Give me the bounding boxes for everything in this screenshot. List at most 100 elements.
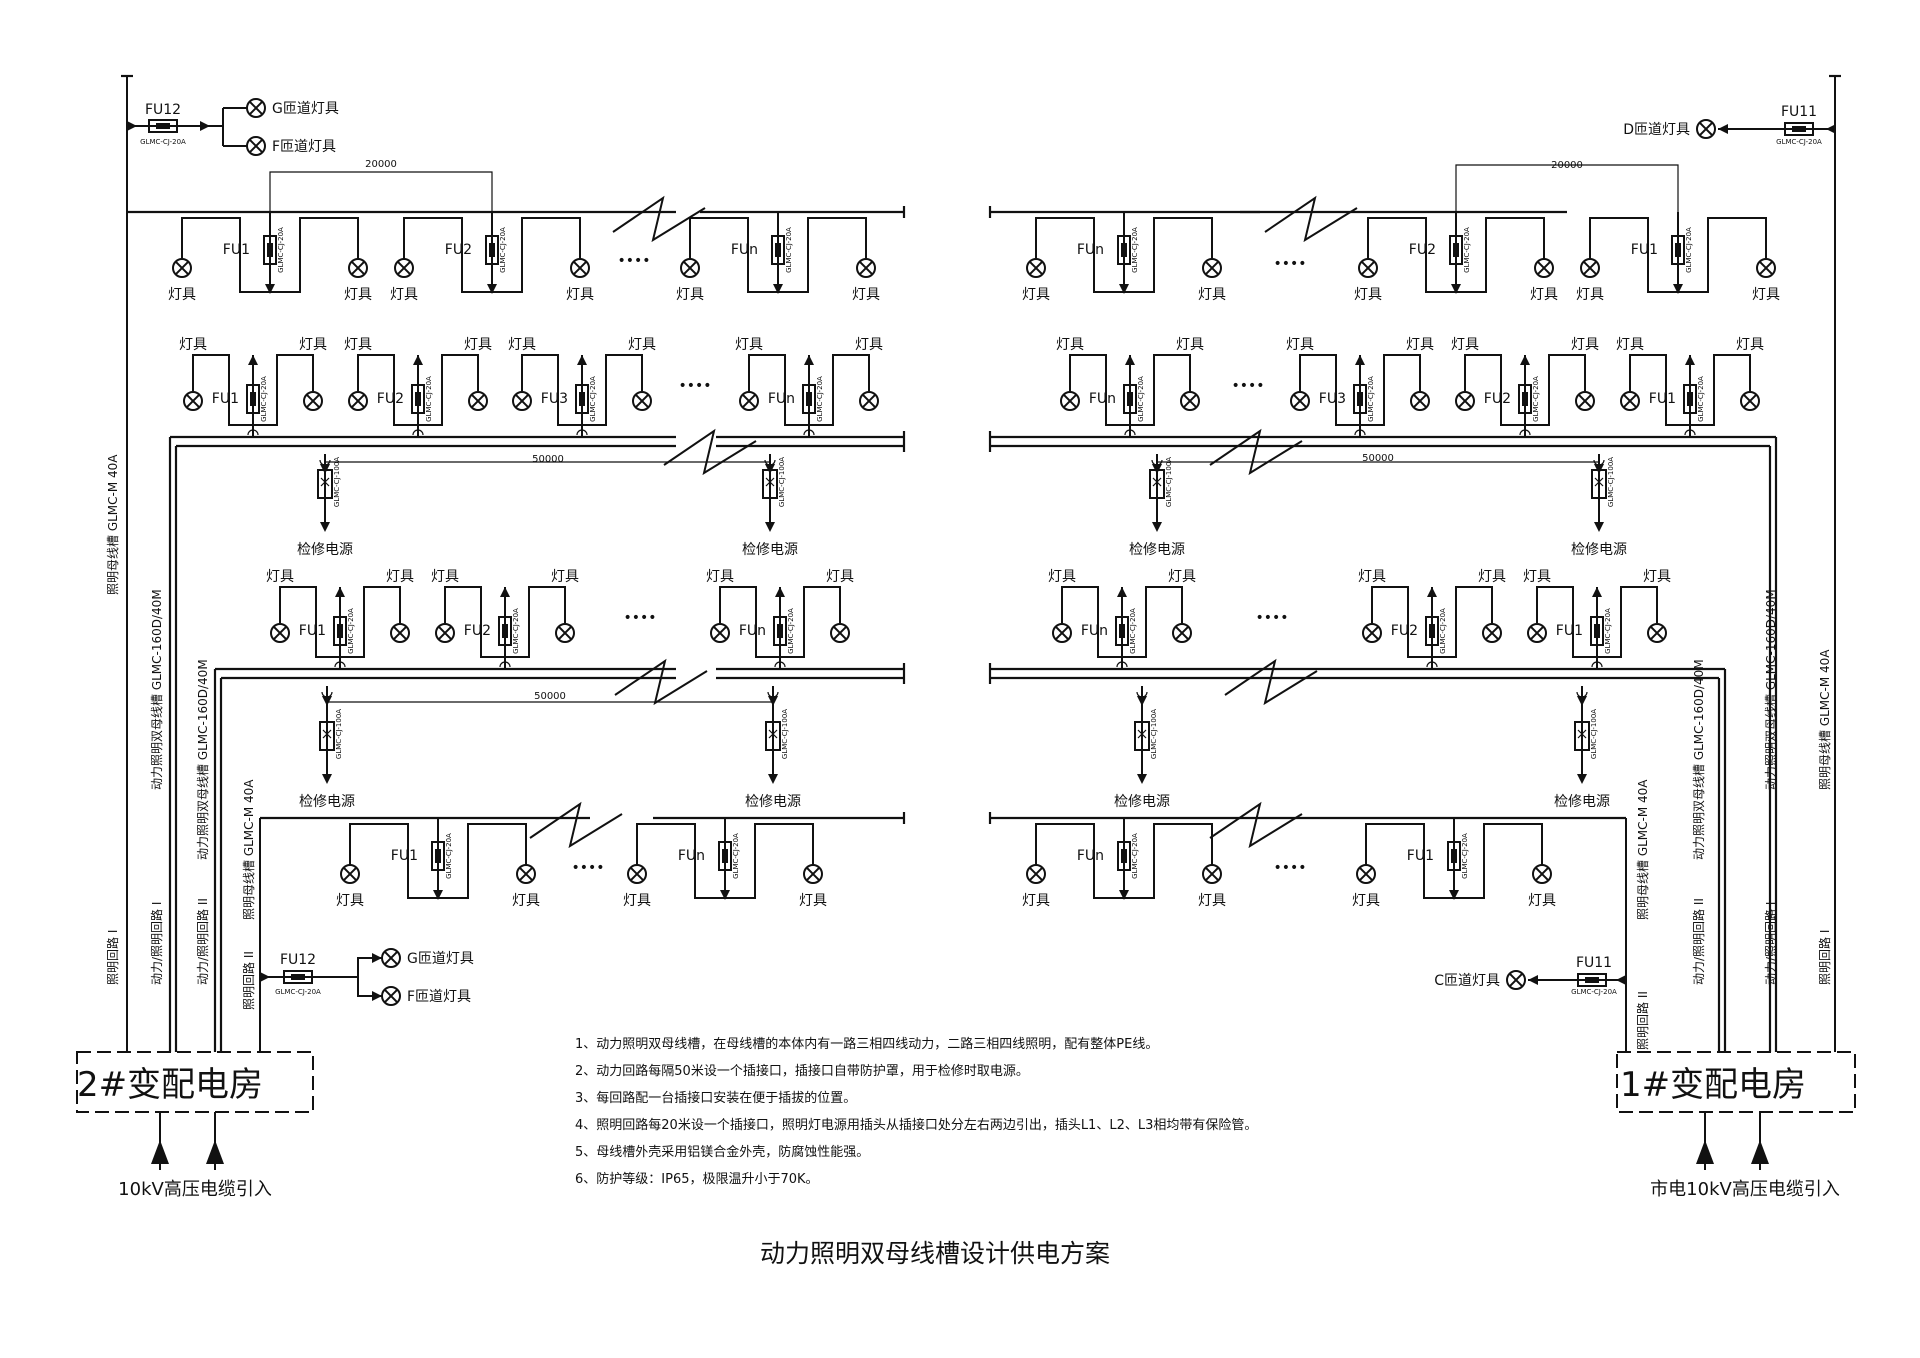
lamp-cross [634, 393, 650, 409]
lamp-cross [470, 393, 486, 409]
arrow-down-icon [1577, 774, 1587, 784]
lamp-cross [557, 625, 573, 641]
fuse-label: FU1 [1407, 848, 1434, 864]
lamp-icon [1506, 970, 1526, 990]
arrow-down-icon [1451, 284, 1461, 294]
lamp-label: 灯具 [266, 569, 294, 585]
fuse-label: FU2 [1484, 391, 1511, 407]
vlabel-lighting-bus-2-left: 照明母线槽 GLMC-M 40A [242, 779, 256, 920]
cable-arrow-icon [151, 1140, 169, 1164]
arrow-up-icon [1427, 587, 1437, 597]
substation-right-label: 1#变配电房 [1620, 1065, 1806, 1105]
fuse-body [718, 841, 732, 871]
fuse-core [775, 243, 781, 257]
lamp-cross [396, 260, 412, 276]
vlabel-dual-bus-2-right: 动力照明双母线槽 GLMC-160D/40M [1692, 659, 1706, 860]
plug-model-label: GLMC-CJ-100A [781, 709, 789, 759]
breaker-icon [1591, 469, 1607, 499]
lamp-icon [172, 258, 192, 278]
ramp-fuse-label: FU12 [280, 952, 316, 968]
lamp-circle [1575, 391, 1595, 411]
arrow-left-icon [1528, 975, 1538, 985]
fuse-core [1594, 624, 1600, 638]
fuse-core [1585, 977, 1599, 983]
arrow-up-icon [775, 587, 785, 597]
lamp-label: 灯具 [1198, 287, 1226, 303]
arrow-up-icon [500, 587, 510, 597]
fuse-label: FUn [1077, 848, 1104, 864]
break-line [663, 428, 757, 476]
arrow-down-icon [765, 522, 775, 532]
lamp-label: 灯具 [735, 337, 763, 353]
fuse-model-label: GLMC-CJ-20A [1461, 833, 1469, 879]
breaker-icon [762, 469, 778, 499]
fuse-label: FU2 [445, 242, 472, 258]
ramp-lamp-label: C匝道灯具 [1434, 973, 1500, 989]
arrow-right-icon [372, 953, 382, 963]
repair-power-label: 检修电源 [1129, 542, 1185, 558]
note-4: 4、照明回路每20米设一个插接口，照明灯电源用插头从插接口处分左右两边引出，插头… [575, 1117, 1257, 1133]
note-1: 1、动力照明双母线槽，在母线槽的本体内有一路三相四线动力，二路三相四线照明，配有… [575, 1036, 1158, 1052]
repair-power-label: 检修电源 [297, 542, 353, 558]
fuse-label: FU2 [1409, 242, 1436, 258]
lamp-cross [861, 393, 877, 409]
arrow-down-icon [265, 284, 275, 294]
lamp-cross [272, 625, 288, 641]
lamp-label: 灯具 [566, 287, 594, 303]
lamp-icon [1696, 119, 1716, 139]
lamp-circle [1740, 391, 1760, 411]
lamp-icon [512, 391, 532, 411]
lamp-circle [512, 391, 532, 411]
diagram-title: 动力照明双母线槽设计供电方案 [760, 1239, 1110, 1268]
ramp-fuse-label: FU11 [1781, 104, 1817, 120]
lamp-label: 灯具 [1176, 337, 1204, 353]
lamp-label: 灯具 [1736, 337, 1764, 353]
fuse-model-label: GLMC-CJ-20A [445, 833, 453, 879]
lamp-cross [1062, 393, 1078, 409]
lamp-icon [859, 391, 879, 411]
lamp-cross [629, 866, 645, 882]
breaker-x [322, 729, 332, 739]
lamp-circle [390, 623, 410, 643]
fuse-body [431, 841, 445, 871]
fuse-core [156, 123, 170, 129]
ramp-lamp-label: F匝道灯具 [272, 139, 336, 155]
lamp-icon [1290, 391, 1310, 411]
fuse-model-label: GLMC-CJ-20A [1697, 376, 1705, 422]
lamp-label: 灯具 [1616, 337, 1644, 353]
continuation-dots: •••• [1273, 256, 1306, 272]
lamp-cross [514, 393, 530, 409]
ramp-fuse-model: GLMC-CJ-20A [1571, 988, 1617, 996]
ramp-fuse-label: FU12 [145, 102, 181, 118]
fuse-model-label: GLMC-CJ-20A [785, 227, 793, 273]
fuse-icon [1115, 616, 1129, 646]
lamp-icon [1358, 258, 1378, 278]
fuse-body [1117, 841, 1131, 871]
lamp-circle [246, 98, 266, 118]
fuse-core [1121, 243, 1127, 257]
lamp-cross [1698, 121, 1714, 137]
fuse-icon [431, 841, 445, 871]
breaker-body [1574, 721, 1590, 751]
fuse-core [435, 849, 441, 863]
vlabel-dual-bus-1-left: 动力照明双母线槽 GLMC-160D/40M [150, 589, 164, 790]
breaker-body [762, 469, 778, 499]
lamp-circle [1026, 864, 1046, 884]
fuse-body [1353, 384, 1367, 414]
arrow-up-icon [1520, 355, 1530, 365]
fuse-core [337, 624, 343, 638]
lamp-label: 灯具 [1022, 287, 1050, 303]
break-line [1264, 195, 1358, 243]
ramp-fuse-model: GLMC-CJ-20A [275, 988, 321, 996]
break-line [1224, 658, 1318, 706]
breaker-icon [317, 469, 333, 499]
vlabel-dual-bus-1-right: 动力照明双母线槽 GLMC-160D/40M [1764, 589, 1778, 790]
lamp-circle [303, 391, 323, 411]
ramp-lamp-label: D匝道灯具 [1623, 122, 1690, 138]
breaker-x [1577, 729, 1587, 739]
lamp-label: 灯具 [464, 337, 492, 353]
cable-arrow-icon [1751, 1140, 1769, 1164]
fuse-model-label: GLMC-CJ-20A [347, 608, 355, 654]
repair-power-label: 检修电源 [299, 794, 355, 810]
lamp-icon [435, 623, 455, 643]
